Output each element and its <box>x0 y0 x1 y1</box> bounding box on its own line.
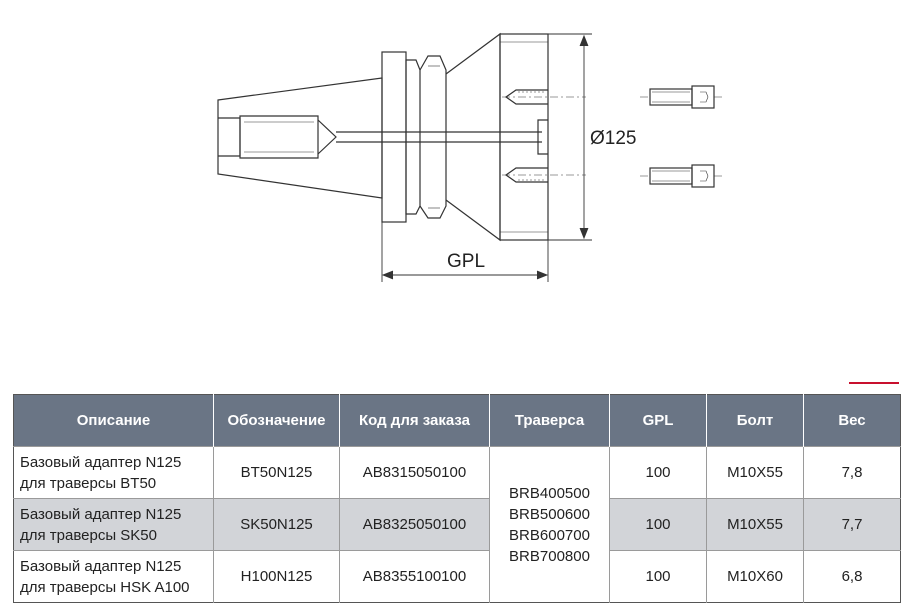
description-line: для траверсы SK50 <box>20 526 157 544</box>
cell-order-code: AB8325050100 <box>339 498 490 551</box>
gpl-dimension <box>381 222 549 282</box>
adapter-head <box>499 33 549 241</box>
thread-section <box>239 115 319 159</box>
bolt-top <box>640 85 722 109</box>
gpl-label: GPL <box>447 251 485 272</box>
traverse-item: BRB700800 <box>509 547 590 565</box>
bolt-bottom <box>640 164 722 188</box>
description-line: Базовый адаптер N125 <box>20 557 182 575</box>
cell-gpl: 100 <box>609 498 707 551</box>
cell-weight: 6,8 <box>803 550 901 603</box>
cell-description: Базовый адаптер N125 для траверсы BT50 <box>13 446 214 499</box>
cell-description: Базовый адаптер N125 для траверсы HSK A1… <box>13 550 214 603</box>
internal-bore <box>218 117 241 157</box>
cell-bolt: M10X60 <box>706 550 804 603</box>
adapter-technical-drawing: Ø125 GPL <box>217 32 722 282</box>
table-row: Базовый адаптер N125 для траверсы BT50 B… <box>13 446 901 603</box>
diameter-label: Ø125 <box>590 128 636 149</box>
table-row: Базовый адаптер N125 для траверсы SK50 S… <box>13 498 901 551</box>
cell-designation: SK50N125 <box>213 498 340 551</box>
header-traverse: Траверса <box>489 394 610 447</box>
flange <box>381 51 407 223</box>
description-line: Базовый адаптер N125 <box>20 453 182 471</box>
cell-designation: BT50N125 <box>213 446 340 499</box>
cell-traverse: BRB400500 BRB500600 BRB600700 BRB700800 <box>489 446 610 603</box>
cell-description: Базовый адаптер N125 для траверсы SK50 <box>13 498 214 551</box>
header-weight: Вес <box>803 394 901 447</box>
diameter-dimension <box>548 33 592 241</box>
traverse-item: BRB600700 <box>509 526 590 544</box>
table-header-row: Описание Обозначение Код для заказа Трав… <box>13 394 901 447</box>
header-order-code: Код для заказа <box>339 394 490 447</box>
header-description: Описание <box>13 394 214 447</box>
cell-weight: 7,7 <box>803 498 901 551</box>
table-row: Базовый адаптер N125 для траверсы HSK A1… <box>13 550 901 603</box>
traverse-item: BRB400500 <box>509 484 590 502</box>
cell-gpl: 100 <box>609 550 707 603</box>
header-designation: Обозначение <box>213 394 340 447</box>
specification-table: Описание Обозначение Код для заказа Трав… <box>13 394 901 603</box>
description-line: Базовый адаптер N125 <box>20 505 182 523</box>
description-line: для траверсы BT50 <box>20 474 157 492</box>
cell-weight: 7,8 <box>803 446 901 499</box>
cell-order-code: AB8315050100 <box>339 446 490 499</box>
cell-bolt: M10X55 <box>706 498 804 551</box>
header-bolt: Болт <box>706 394 804 447</box>
accent-line <box>849 382 899 384</box>
description-line: для траверсы HSK A100 <box>20 578 190 596</box>
header-gpl: GPL <box>609 394 707 447</box>
cell-bolt: M10X55 <box>706 446 804 499</box>
cell-designation: H100N125 <box>213 550 340 603</box>
cell-gpl: 100 <box>609 446 707 499</box>
gripper-groove <box>405 59 421 215</box>
traverse-item: BRB500600 <box>509 505 590 523</box>
cell-order-code: AB8355100100 <box>339 550 490 603</box>
taper-shank <box>217 77 383 199</box>
